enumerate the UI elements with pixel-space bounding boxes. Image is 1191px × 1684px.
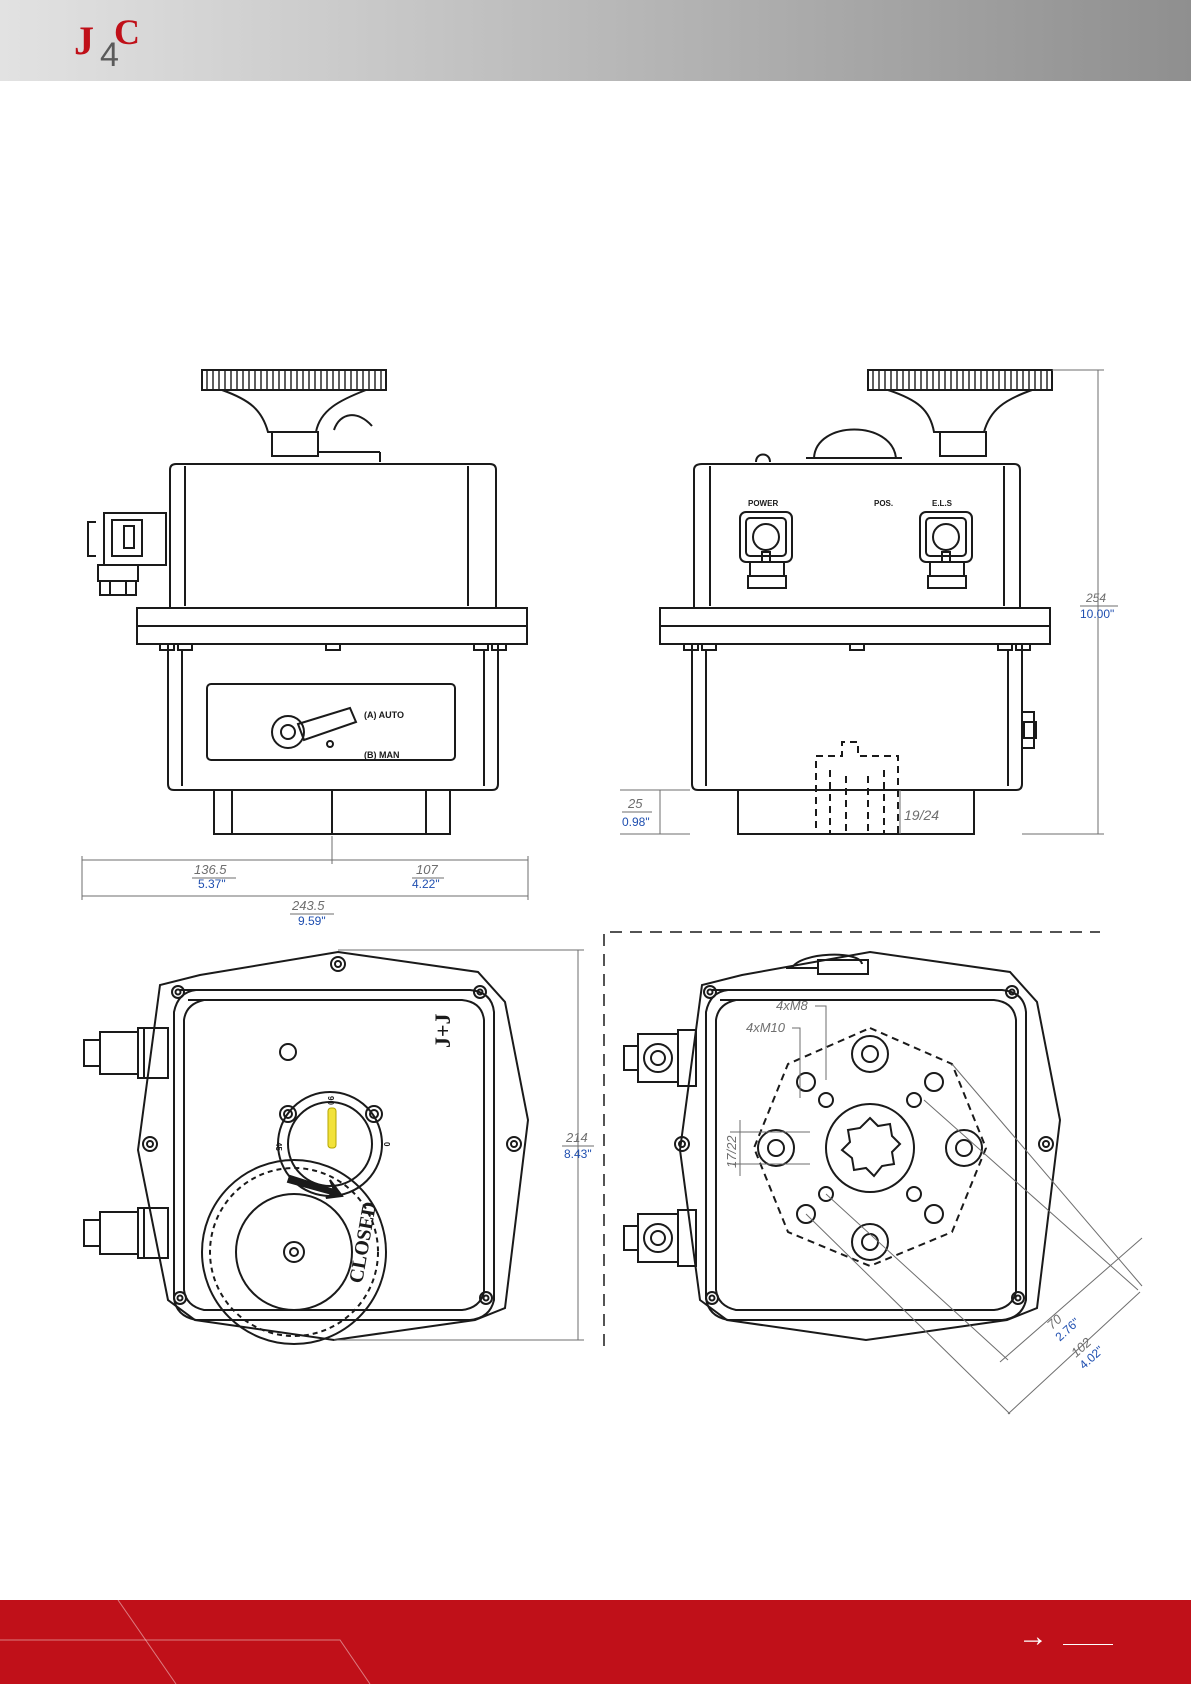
dim-left-in: 5.37" [198, 877, 226, 891]
dim-base-in: 0.98" [622, 815, 650, 829]
right-arrow-icon[interactable]: → [1018, 1620, 1048, 1654]
auto-label: (A) AUTO [364, 710, 404, 720]
back-view [660, 370, 1052, 834]
dim-depth-in: 8.43" [564, 1147, 592, 1161]
dim-total-in: 9.59" [298, 914, 326, 928]
dim-right-in: 4.22" [412, 877, 440, 891]
front-view [88, 370, 527, 834]
dim-total-mm: 243.5 [291, 898, 325, 913]
thread-m8-label: 4xM8 [776, 998, 809, 1013]
dim-right-mm: 107 [416, 862, 438, 877]
top-view [84, 952, 528, 1344]
dim-left-mm: 136.5 [194, 862, 227, 877]
page-footer [0, 1600, 1191, 1684]
dim-depth-mm: 214 [565, 1130, 588, 1145]
thread-m10-label: 4xM10 [746, 1020, 786, 1035]
indicator-90: 90 [326, 1096, 335, 1105]
indicator-45: 45 [274, 1142, 283, 1151]
bottom-view [624, 952, 1060, 1340]
dim-square: 17/22 [724, 1135, 739, 1168]
power-label: POWER [748, 499, 778, 508]
dim-height-in: 10.00" [1080, 607, 1114, 621]
brand-mark: J+J [430, 1013, 455, 1048]
dim-shaft: 19/24 [904, 807, 939, 823]
footer-underline [1063, 1644, 1113, 1645]
dim-base-mm: 25 [627, 796, 643, 811]
man-label: (B) MAN [364, 750, 400, 760]
els-label: E.L.S [932, 499, 953, 508]
dim-height-mm: 254 [1085, 591, 1106, 605]
pos-label: POS. [874, 499, 893, 508]
indicator-0: 0 [382, 1142, 391, 1147]
